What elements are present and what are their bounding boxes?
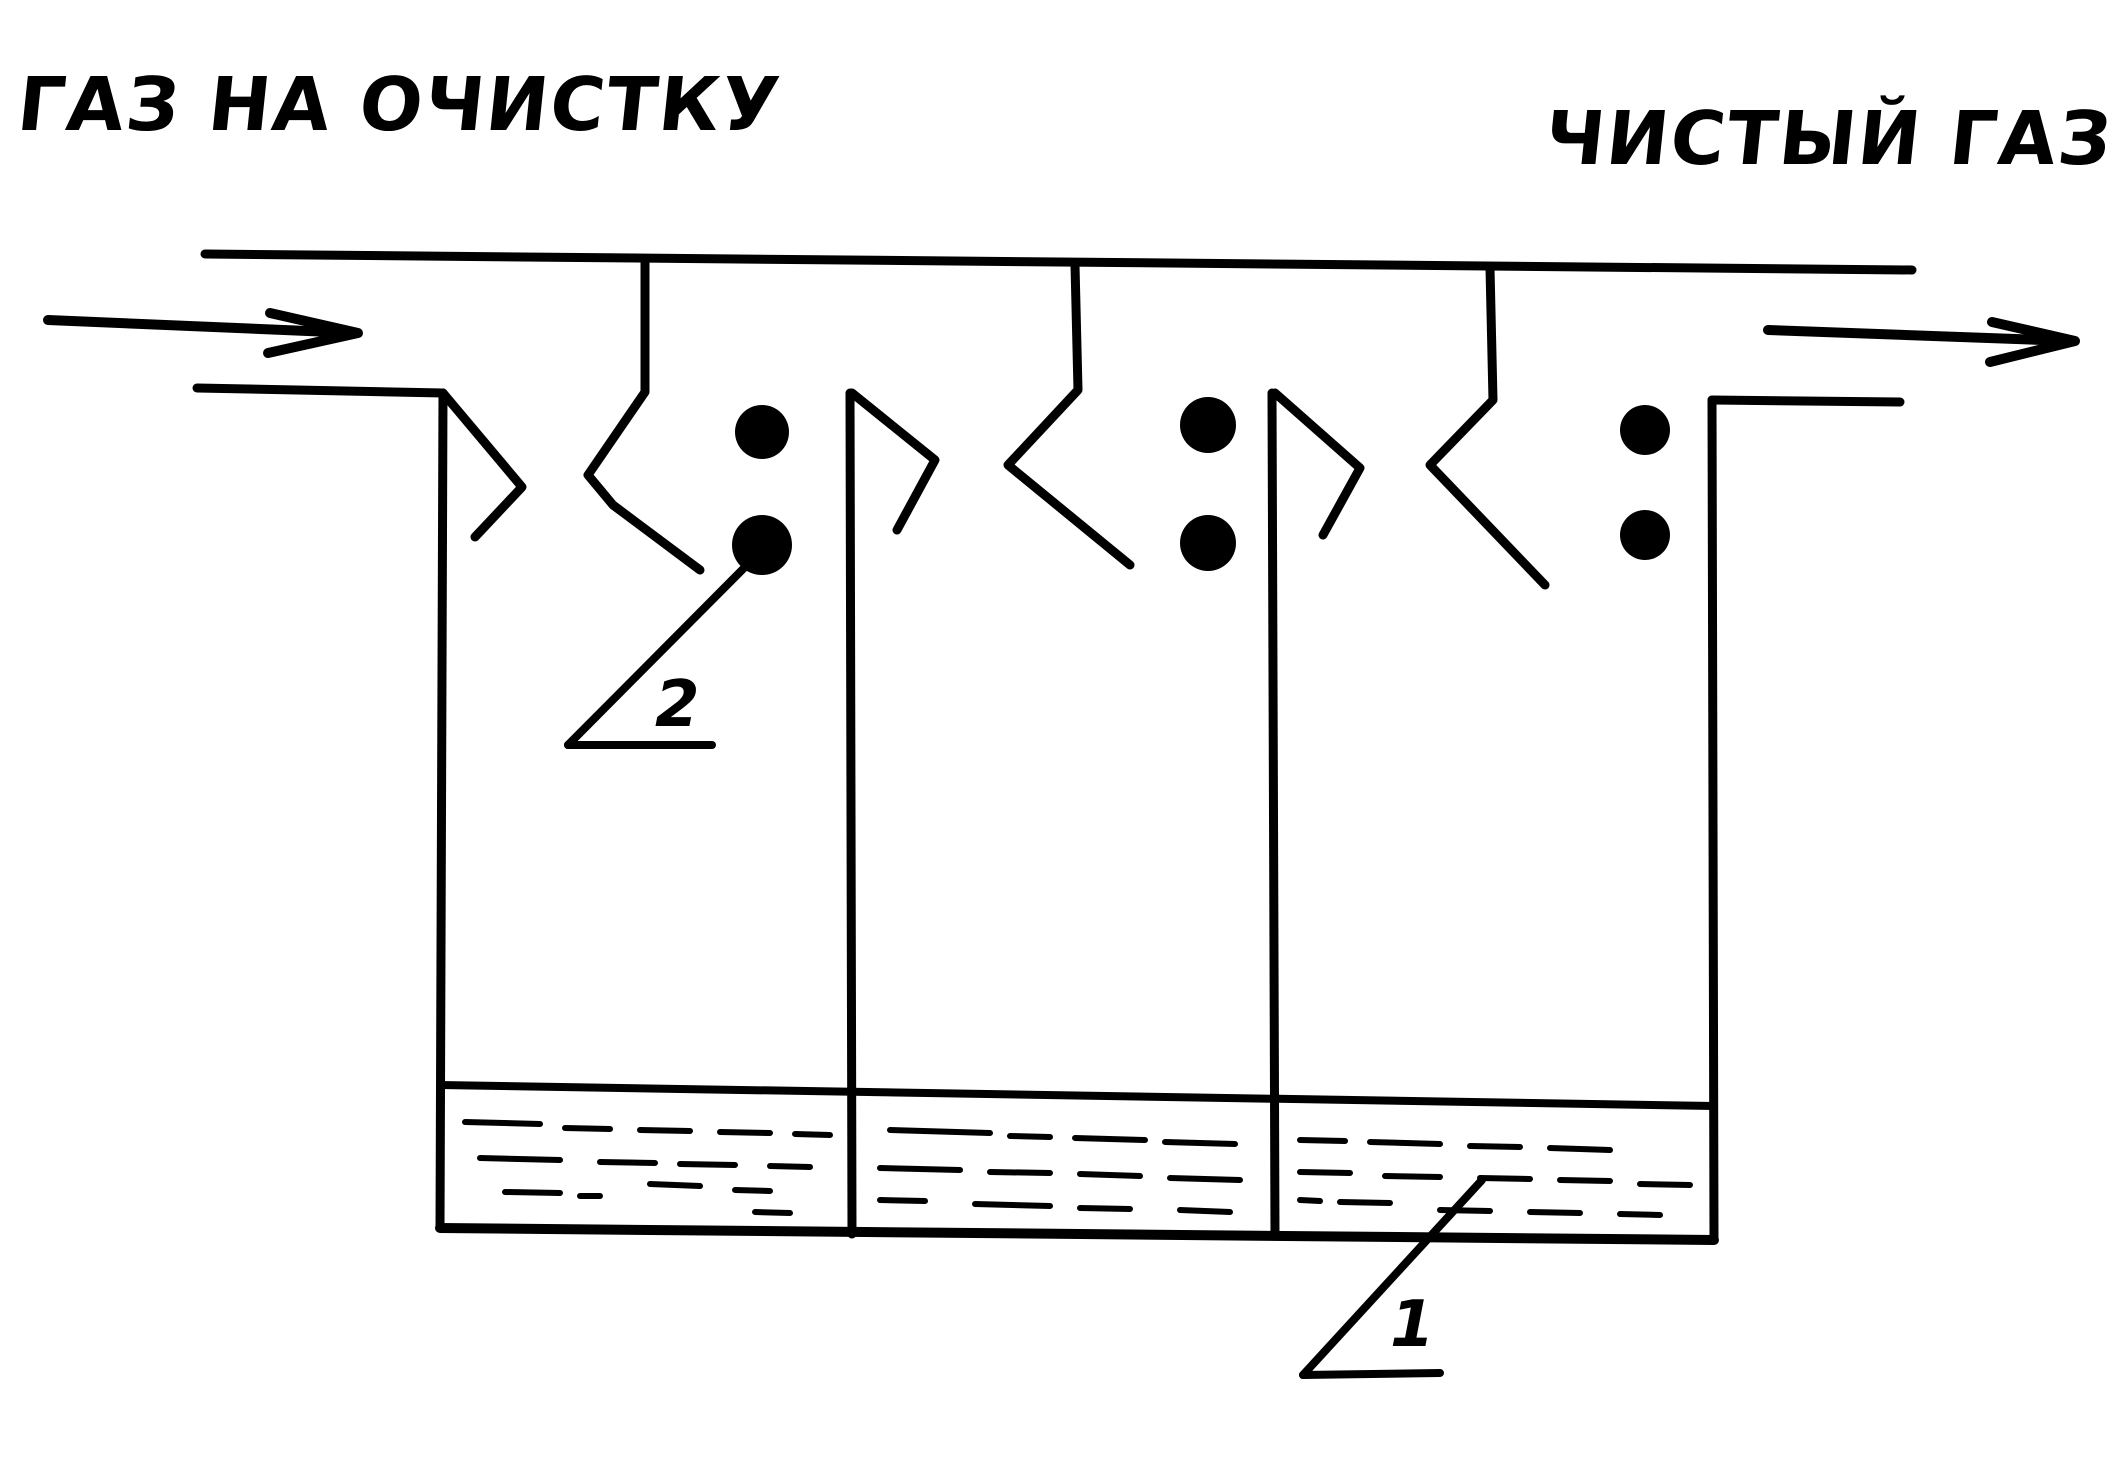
deflector-1 — [438, 388, 527, 542]
callout-1-number: 1 — [1390, 1288, 1435, 1362]
nozzle-1 — [583, 258, 705, 575]
inlet-arrow — [43, 308, 363, 358]
outlet-arrow — [1763, 317, 2080, 367]
deflector-2 — [847, 388, 940, 535]
tank-bottom — [435, 1223, 1719, 1245]
callout-1-leader — [1299, 1176, 1486, 1379]
partition-1 — [845, 388, 857, 1239]
top-duct-line — [200, 249, 1917, 275]
callout-2-leader — [564, 558, 754, 749]
liquid-dashes — [462, 1119, 1693, 1218]
nozzle-3 — [1425, 263, 1550, 590]
tank-right-wall — [1707, 395, 1719, 1245]
inlet-duct-bottom — [192, 383, 448, 398]
clean-gas-label: ЧИСТЫЙ ГАЗ — [1540, 96, 2115, 182]
tank-left-wall — [435, 388, 448, 1233]
nozzle-2 — [1003, 260, 1135, 570]
spray-droplets — [732, 397, 1670, 575]
deflector-3 — [1270, 388, 1365, 540]
callout-2-number: 2 — [655, 668, 700, 742]
liquid-surface — [436, 1081, 1718, 1110]
outlet-duct-bottom — [1707, 395, 1905, 407]
partition-2 — [1267, 388, 1280, 1241]
inlet-gas-label: ГАЗ НА ОЧИСТКУ — [13, 62, 786, 148]
